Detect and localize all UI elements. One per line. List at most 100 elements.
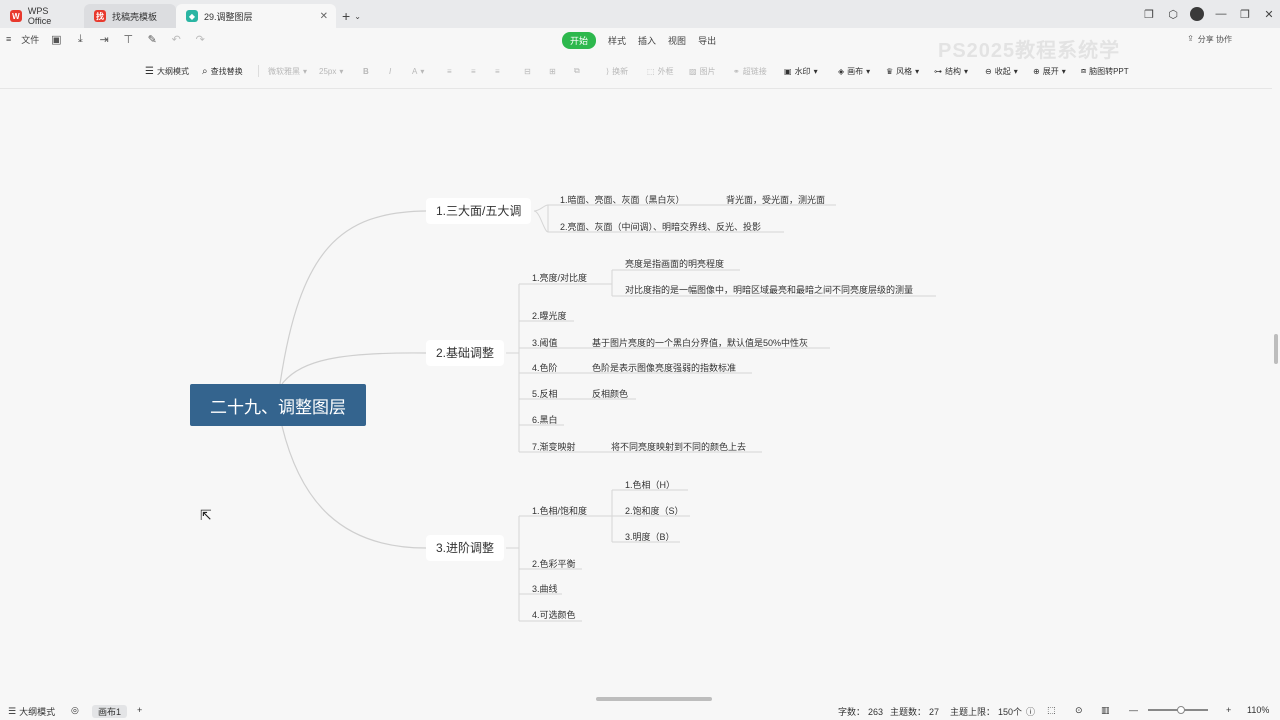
topic-black-white[interactable]: 6.黑白 [532,415,558,425]
wrap-button[interactable]: ⟩换新 [606,60,628,82]
locate-icon[interactable]: ⊙ [1075,705,1083,715]
horizontal-scrollbar[interactable] [596,697,712,701]
root-topic[interactable]: 二十九、调整图层 [190,384,366,426]
topic-color-balance[interactable]: 2.色彩平衡 [532,559,576,569]
close-window-icon[interactable]: ✕ [1264,8,1274,21]
topic-five-tones[interactable]: 2.亮面、灰面（中间调）、明暗交界线、反光、投影 [560,222,762,232]
note-gradient-map[interactable]: 将不同亮度映射到不同的颜色上去 [611,442,747,452]
topic-curves[interactable]: 3.曲线 [532,584,558,594]
note-hue[interactable]: 1.色相（H） [625,480,676,490]
export-icon[interactable]: ⇥ [99,33,109,46]
branch-advanced-adjustments[interactable]: 3.进阶调整 [426,535,505,561]
hyperlink-button[interactable]: ⚭超链接 [733,60,767,82]
word-count: 字数：263 [838,705,883,718]
undo-icon[interactable]: ↶ [171,33,181,46]
book-icon[interactable]: ▥ [1101,705,1110,715]
tab-style[interactable]: 样式 [608,36,627,46]
vertical-scrollbar[interactable] [1274,334,1278,364]
note-saturation[interactable]: 2.饱和度（S） [625,506,684,516]
topic-brightness-contrast[interactable]: 1.亮度/对比度 [532,273,588,283]
maximize-icon[interactable]: ❐ [1240,8,1250,21]
info-icon[interactable]: ⓘ [1026,707,1036,717]
note-brightness[interactable]: 亮度是指画面的明亮程度 [625,259,725,269]
topic-levels[interactable]: 4.色阶 [532,363,558,373]
topic-dark-light-gray[interactable]: 1.暗面、亮面、灰面（黑白灰） [560,195,685,205]
pen-icon[interactable]: ✎ [147,33,157,46]
find-replace-button[interactable]: ⌕查找替换 [202,60,243,82]
topic-threshold[interactable]: 3.阈值 [532,338,558,348]
style-button[interactable]: ♛风格▾ [886,60,919,82]
topic-hue-saturation[interactable]: 1.色相/饱和度 [532,506,588,516]
tab-view[interactable]: 视图 [668,36,687,46]
outline-mode-button[interactable]: ☰大纲模式 [145,60,189,82]
layers-icon[interactable]: ◎ [71,705,79,715]
tab-template[interactable]: 找 找稿壳模板 [84,4,176,28]
note-contrast[interactable]: 对比度指的是一幅图像中，明暗区域最亮和最暗之间不同亮度层级的测量 [625,285,914,295]
minimize-icon[interactable]: — [1215,8,1227,20]
structure-button[interactable]: ⊶结构▾ [934,60,968,82]
tab-current-document[interactable]: ◆ 29.调整图层 ✕ [176,4,336,28]
share-button[interactable]: ⇪分享 协作 [1187,34,1232,45]
layout-icon[interactable]: ⊟ [524,66,531,76]
note-lightness[interactable]: 3.明度（B） [625,532,675,542]
layout3-icon[interactable]: ⧉ [574,66,580,75]
add-sheet-button[interactable]: + [137,705,143,715]
image-button[interactable]: ▨图片 [689,60,716,82]
topic-selective-color[interactable]: 4.可选颜色 [532,610,576,620]
video-watermark: PS2025教程系统学 [938,40,1121,62]
bold-button[interactable]: B [363,66,369,76]
branch-basic-adjustments[interactable]: 2.基础调整 [426,340,505,366]
chevron-down-icon: ▾ [339,66,344,76]
close-tab-icon[interactable]: ✕ [319,10,328,22]
download-icon[interactable]: ⤓ [77,32,83,45]
layout2-icon[interactable]: ⊞ [549,66,556,76]
hamburger-icon[interactable]: ≡ [6,34,12,44]
sheet-tab[interactable]: 画布1 [92,705,128,718]
find-replace-label: 查找替换 [210,66,243,76]
restore-window-icon[interactable]: ❐ [1144,8,1154,21]
collapse-button[interactable]: ⊖收起▾ [985,60,1018,82]
redo-icon[interactable]: ↷ [195,33,205,46]
tab-wps-office[interactable]: W WPS Office [0,4,84,28]
branch-three-faces[interactable]: 1.三大面/五大调 [426,198,532,224]
avatar[interactable] [1186,3,1208,25]
fit-screen-icon[interactable]: ⬚ [1047,705,1056,715]
mindmap-to-ppt-button[interactable]: ⧈脑图转PPT [1081,60,1129,82]
note-invert[interactable]: 反相颜色 [592,389,629,399]
zoom-in-button[interactable]: + [1226,705,1232,715]
align-right-icon[interactable]: ≡ [495,66,500,76]
zoom-level[interactable]: 110% [1247,705,1270,715]
font-size-select[interactable]: 25px▾ [319,60,343,82]
topic-gradient-map[interactable]: 7.渐变映射 [532,442,576,452]
border-button[interactable]: ⬚外框 [647,60,674,82]
font-family-select[interactable]: 微软雅黑▾ [268,60,307,82]
topic-exposure[interactable]: 2.曝光度 [532,311,567,321]
tab-export[interactable]: 导出 [698,36,717,46]
expand-button[interactable]: ⊕展开▾ [1033,60,1066,82]
cube-icon[interactable]: ⬡ [1168,8,1178,21]
tab-insert[interactable]: 插入 [638,36,657,46]
topic-invert[interactable]: 5.反相 [532,389,558,399]
zoom-slider[interactable] [1148,706,1208,714]
note-light-faces[interactable]: 背光面，受光面，测光面 [726,195,826,205]
topic-count-value: 27 [929,706,940,717]
zoom-out-button[interactable]: — [1129,705,1138,715]
chevron-down-icon: ▾ [964,66,969,76]
align-center-icon[interactable]: ≡ [471,66,476,76]
border-label: 外框 [657,66,674,76]
canvas-button[interactable]: ◈画布▾ [838,60,870,82]
font-color-button[interactable]: A▾ [412,60,424,82]
align-left-icon[interactable]: ≡ [447,66,452,76]
quick-access: ≡ 文件 ▣ ⤓ ⇥ ⊤ ✎ ↶ ↷ [6,32,207,46]
save-icon[interactable]: ▣ [51,33,62,46]
outline-mode-toggle[interactable]: ☰大纲模式 [8,705,55,718]
note-threshold[interactable]: 基于图片亮度的一个黑白分界值，默认值是50%中性灰 [592,338,809,348]
italic-button[interactable]: I [389,66,392,76]
format-painter-icon[interactable]: ⊤ [123,33,134,46]
file-menu[interactable]: 文件 [21,34,40,45]
new-tab-button[interactable]: +⌄ [336,4,367,28]
zoom-knob[interactable] [1177,706,1185,714]
note-levels[interactable]: 色阶是表示图像亮度强弱的指数标准 [592,363,737,373]
watermark-button[interactable]: ▣水印▾ [784,60,818,82]
tab-start[interactable]: 开始 [562,32,597,49]
